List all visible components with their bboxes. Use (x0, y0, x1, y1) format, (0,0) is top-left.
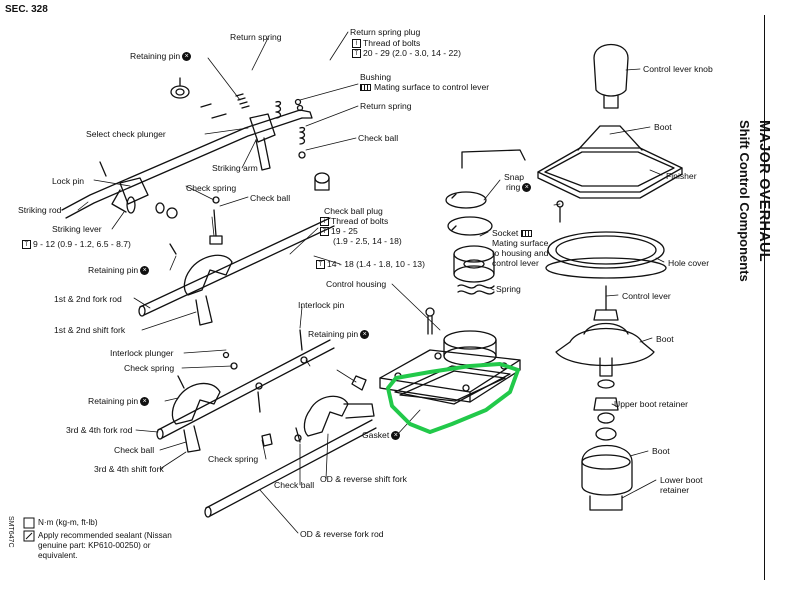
grease-icon (360, 84, 371, 92)
grease-icon (520, 230, 532, 238)
label-lock-pin: Lock pin (52, 176, 85, 186)
label-interlock-plunger: Interlock plunger (110, 348, 174, 358)
label-retaining-pin-1: Retaining pin× (130, 51, 192, 62)
label-check-ball-plug: Check ball plug (324, 206, 383, 216)
label-check-ball-3: Check ball (114, 445, 155, 455)
page-subtitle: Shift Control Components (737, 120, 752, 282)
replace-part-icon: × (391, 431, 401, 441)
sealant-icon: ⌇ (352, 39, 361, 49)
label-retaining-pin-2: Retaining pin× (88, 265, 150, 276)
label-striking-arm: Striking arm (212, 163, 258, 173)
replace-part-icon: × (522, 183, 532, 193)
legend-torque: N·m (kg-m, ft-lb) (38, 518, 98, 527)
label-check-spring-3: Check spring (208, 454, 259, 464)
label-return-spring: Return spring (230, 32, 282, 42)
legend-symbols (23, 517, 35, 542)
label-boot-1: Boot (654, 122, 672, 132)
label-striking-lever: Striking lever (52, 224, 102, 234)
label-upper-boot-retainer: Upper boot retainer (614, 399, 689, 409)
replace-part-icon: × (360, 330, 370, 340)
socket-assembly-part (445, 149, 526, 295)
label-check-ball-2: Check ball (250, 193, 291, 203)
label-bushing: Bushing (360, 72, 392, 82)
replace-part-icon: × (140, 266, 150, 276)
control-lever-column-part (537, 44, 683, 511)
gasket-highlight-outline (386, 362, 520, 434)
label-torque-ball-2: (1.9 - 2.5, 14 - 18) (333, 236, 402, 246)
control-housing-part (351, 307, 521, 405)
torque-icon: T (316, 260, 325, 270)
label-interlock-pin: Interlock pin (298, 300, 345, 310)
label-return-spring-2: Return spring (360, 101, 412, 111)
label-boot-2: Boot (656, 334, 674, 344)
label-check-spring-1: Check spring (186, 183, 237, 193)
label-socket: Socket (492, 228, 535, 238)
striking-rod-part (61, 77, 330, 219)
replace-part-icon: × (182, 52, 192, 62)
torque-icon: T (352, 49, 361, 59)
legend-sealant-line-2: genuine part: KP610-00250) or (38, 541, 151, 550)
label-od-shift-fork: OD & reverse shift fork (320, 474, 407, 484)
label-thread-of-bolts-1: ⌇Thread of bolts (352, 38, 420, 49)
legend-sealant-line-3: equivalent. (38, 551, 78, 560)
label-return-spring-plug: Return spring plug (350, 27, 421, 37)
label-finisher: Finisher (666, 171, 697, 181)
label-od-fork-rod: OD & reverse fork rod (300, 529, 384, 539)
label-spring: Spring (496, 284, 521, 294)
label-fork-rod-1-2: 1st & 2nd fork rod (54, 294, 122, 304)
fork-rod-1-2-part (138, 196, 335, 326)
label-thread-of-bolts-2: ⌇Thread of bolts (320, 216, 388, 227)
label-striking-rod: Striking rod (18, 205, 62, 215)
legend-sealant-line-1: Apply recommended sealant (Nissan (38, 531, 172, 540)
label-socket-mating-2: to housing and (492, 248, 549, 258)
label-snap-ring-1: Snap (504, 172, 525, 182)
figure-code: SMT647C (7, 516, 14, 548)
label-check-ball-1: Check ball (358, 133, 399, 143)
label-gasket: Gasket× (362, 430, 401, 441)
torque-icon: T (320, 227, 329, 237)
label-select-check-plunger: Select check plunger (86, 129, 166, 139)
label-mating-surface-lever: Mating surface to control lever (360, 82, 489, 92)
torque-icon: T (22, 240, 31, 250)
label-lower-boot-retainer-2: retainer (660, 485, 690, 495)
replace-part-icon: × (140, 397, 150, 407)
label-control-lever-knob: Control lever knob (643, 64, 713, 74)
title-divider (764, 15, 765, 580)
label-check-spring-2: Check spring (124, 363, 175, 373)
label-boot-3: Boot (652, 446, 670, 456)
label-socket-mating-1: Mating surface (492, 238, 549, 248)
sealant-icon: ⌇ (320, 217, 329, 227)
fork-rod-od-part (204, 329, 377, 518)
label-shift-fork-3-4: 3rd & 4th shift fork (94, 464, 164, 474)
section-code: SEC. 328 (5, 4, 48, 15)
label-socket-mating-3: control lever (492, 258, 539, 268)
label-control-lever: Control lever (622, 291, 671, 301)
page-title: MAJOR OVERHAUL (756, 120, 772, 262)
label-hole-cover: Hole cover (668, 258, 710, 268)
label-snap-ring-2: ring× (506, 182, 532, 193)
label-shift-fork-1-2: 1st & 2nd shift fork (54, 325, 126, 335)
label-fork-rod-3-4: 3rd & 4th fork rod (66, 425, 133, 435)
label-retaining-pin-4: Retaining pin× (308, 329, 370, 340)
label-control-housing: Control housing (326, 279, 387, 289)
label-check-ball-4: Check ball (274, 480, 315, 490)
leader-lines (77, 31, 665, 534)
label-lower-boot-retainer-1: Lower boot (660, 475, 703, 485)
label-retaining-pin-3: Retaining pin× (88, 396, 150, 407)
